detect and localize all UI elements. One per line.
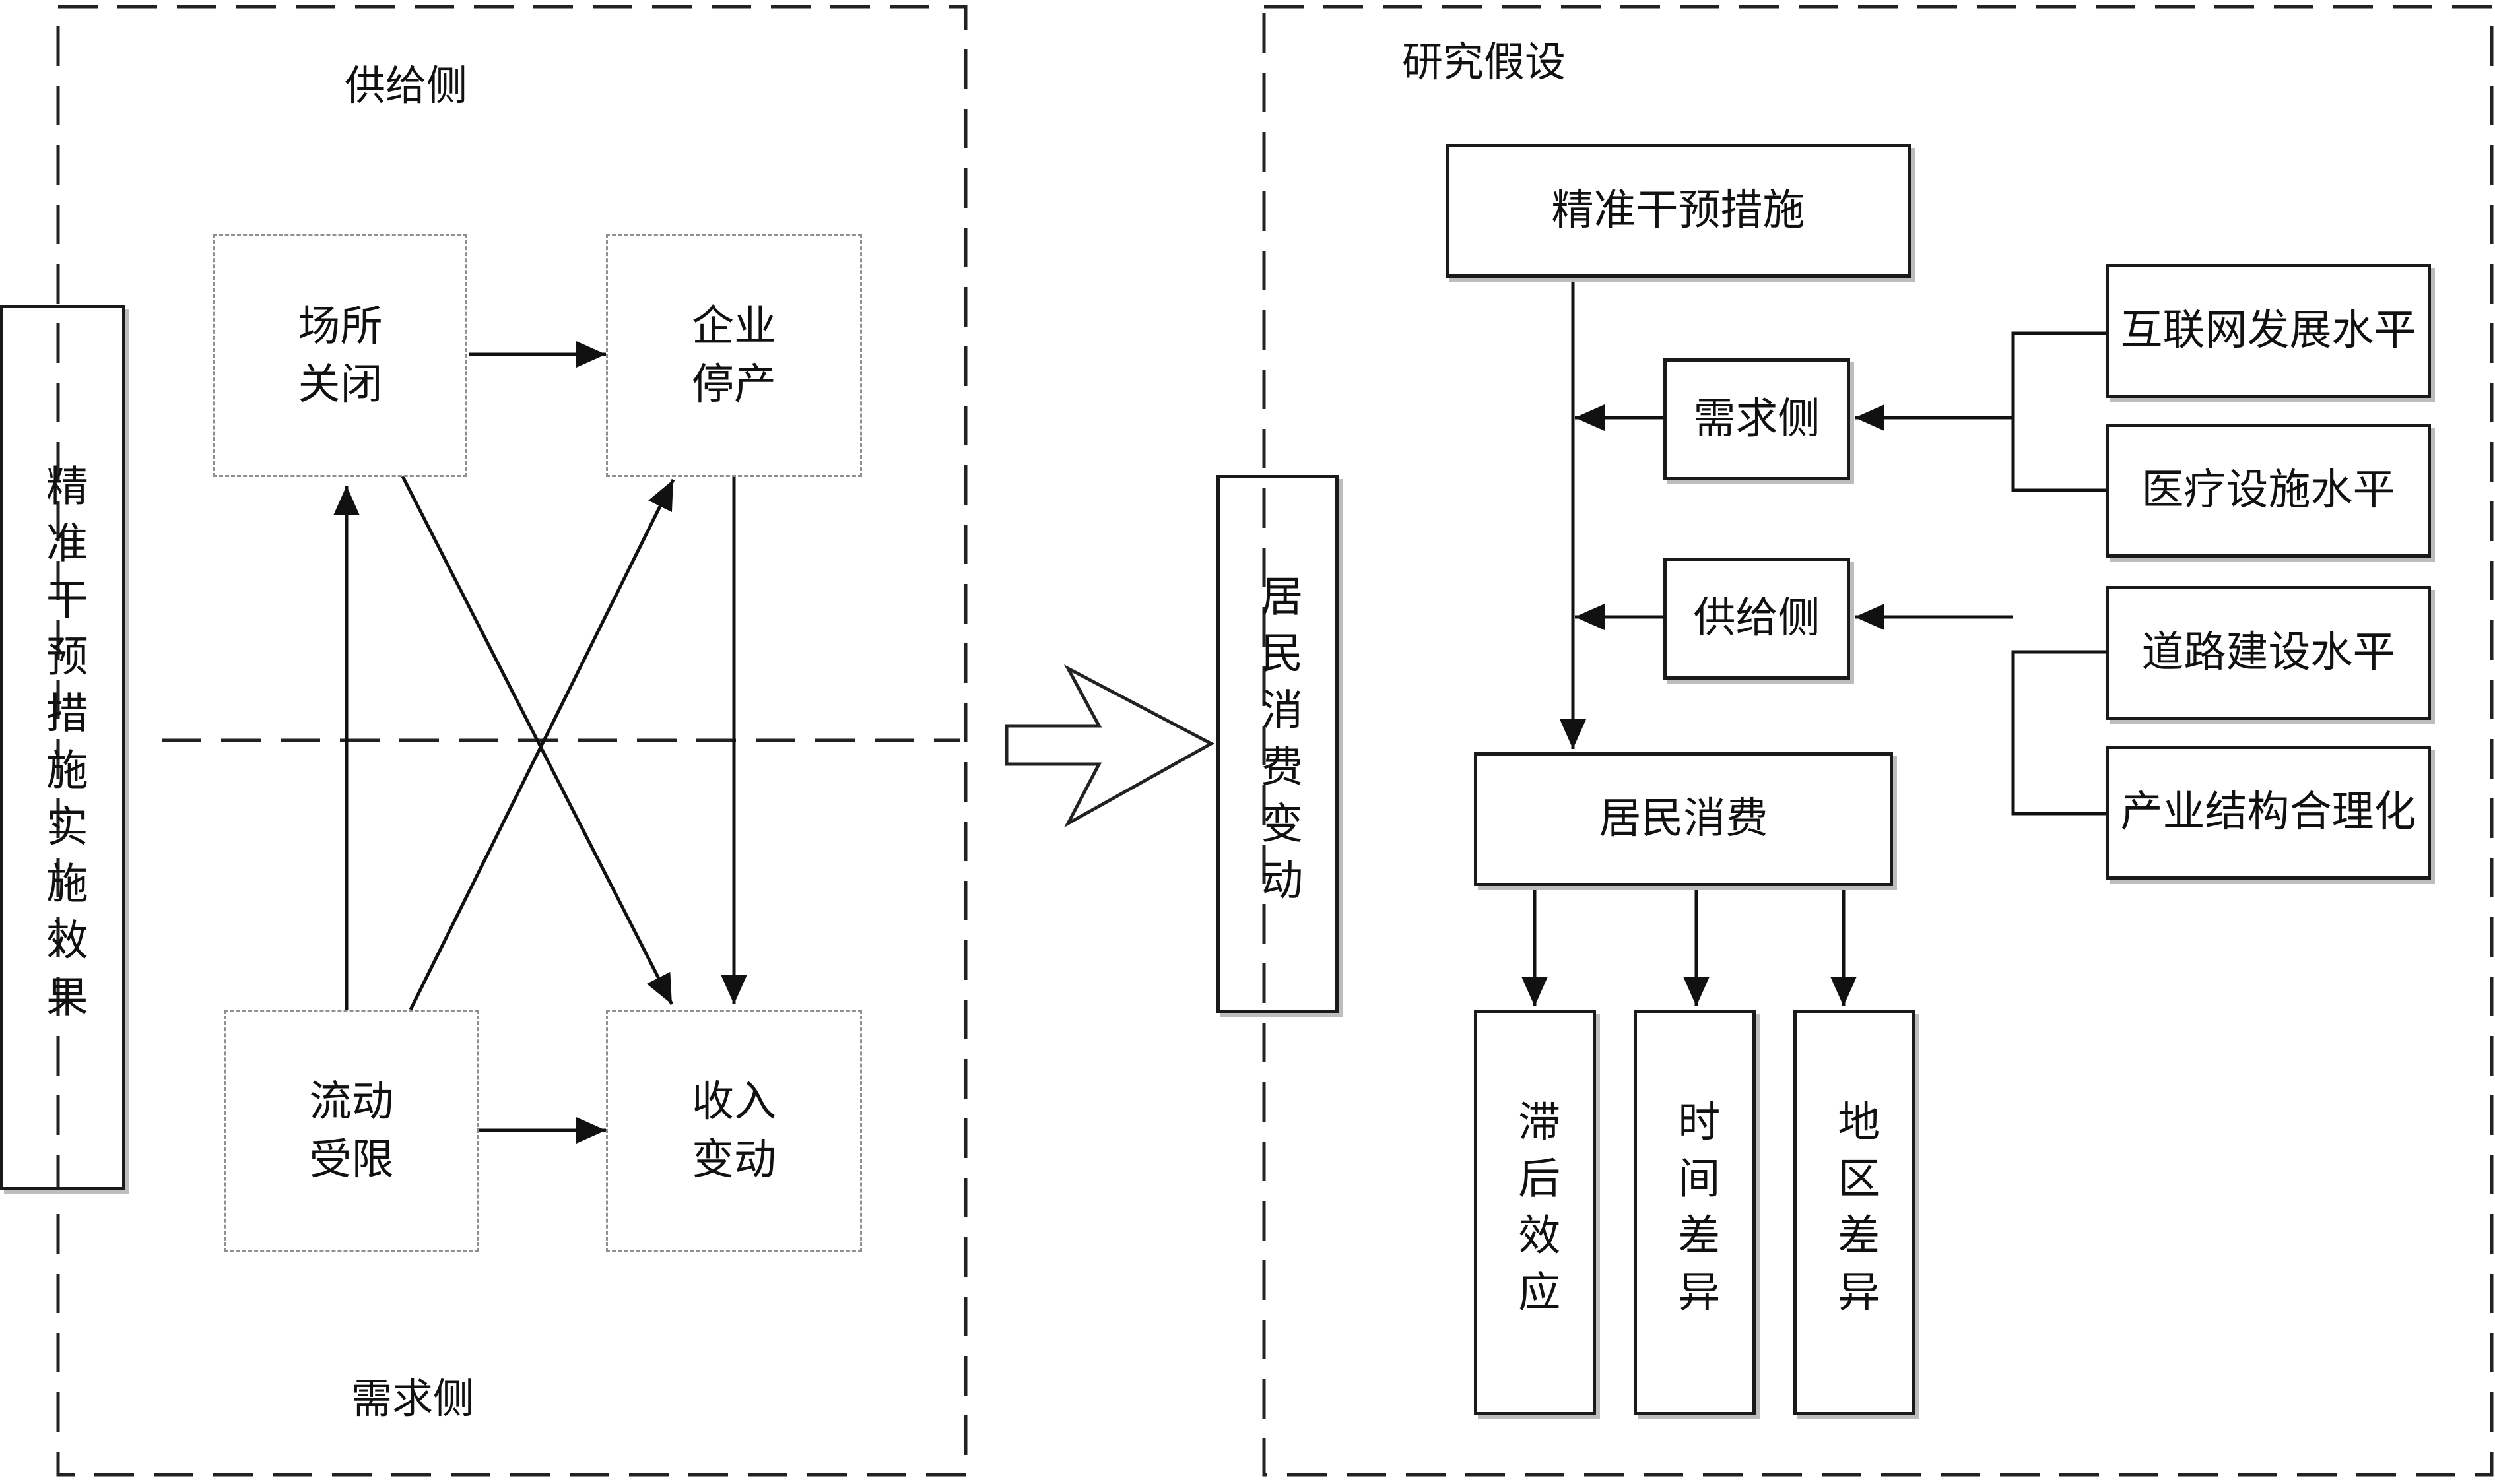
enterprise-shutdown-box: 企业 停产	[606, 234, 862, 477]
effect-region-label: 地区差异	[1830, 1099, 1880, 1326]
demand-side-box: 需求侧	[1663, 358, 1850, 480]
effect-time-label: 时间差异	[1671, 1099, 1720, 1326]
research-hypothesis-title: 研究假设	[1401, 38, 1566, 86]
effect-lag-label: 滞后效应	[1511, 1099, 1560, 1326]
consumption-change-box: 居民消费变动	[1216, 475, 1339, 1013]
consumption-change-label: 居民消费变动	[1253, 573, 1303, 915]
effect-region-box: 地区差异	[1793, 1010, 1915, 1415]
income-change-box: 收入 变动	[606, 1010, 862, 1252]
outer-effect-box: 精准干预措施实施效果	[0, 305, 125, 1190]
venue-closure-box: 场所 关闭	[213, 234, 467, 477]
effect-time-box: 时间差异	[1634, 1010, 1756, 1415]
effect-lag-box: 滞后效应	[1474, 1010, 1596, 1415]
mobility-restricted-box: 流动 受限	[224, 1010, 479, 1252]
arrow-mobility-to-enterprise	[409, 478, 675, 1011]
big-hollow-arrow	[1005, 664, 1215, 828]
bracket-supply-factors	[2011, 650, 2106, 816]
factor-internet-box: 互联网发展水平	[2106, 264, 2431, 398]
factor-road-box: 道路建设水平	[2106, 586, 2431, 720]
outer-effect-label: 精准干预措施实施效果	[38, 464, 88, 1031]
consumption-box: 居民消费	[1474, 752, 1893, 886]
arrow-venue-to-income	[401, 475, 674, 1006]
left-panel-frame	[56, 5, 968, 1477]
bracket-demand-factors	[2011, 331, 2106, 492]
factor-medical-box: 医疗设施水平	[2106, 424, 2431, 558]
supply-side-label: 供给侧	[344, 61, 467, 110]
demand-side-label: 需求侧	[350, 1374, 474, 1423]
intervention-box: 精准干预措施	[1446, 144, 1911, 278]
factor-industry-box: 产业结构合理化	[2106, 746, 2431, 880]
supply-side-box: 供给侧	[1663, 558, 1850, 680]
right-panel-frame	[1262, 5, 2494, 1477]
